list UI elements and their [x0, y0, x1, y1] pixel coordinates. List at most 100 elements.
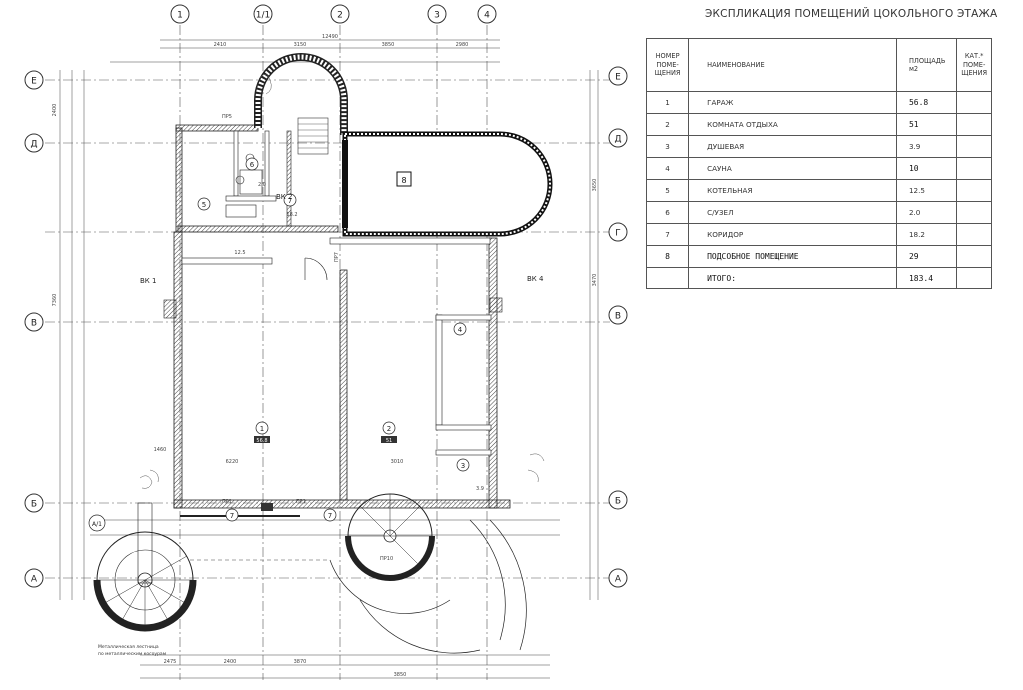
total-area: 183.4 — [895, 267, 958, 289]
axis-left-label: Д — [30, 140, 37, 150]
row-category — [956, 135, 992, 158]
header-category: КАТ.* ПОМЕ-ЩЕНИЯ — [956, 38, 992, 92]
row-name: ГАРАЖ — [688, 91, 897, 114]
room-6-tag: 6 — [250, 161, 255, 169]
room-7-area: 18.2 — [286, 212, 297, 218]
room-schedule-table: НОМЕР ПОМЕ-ЩЕНИЯ НАИМЕНОВАНИЕ ПЛОЩАДЬ м2… — [645, 38, 992, 289]
room-7-tag: 7 — [288, 197, 292, 205]
row-category — [956, 201, 992, 224]
axis-right-label: Д — [614, 135, 621, 145]
row-category — [956, 113, 992, 136]
table-header-row: НОМЕР ПОМЕ-ЩЕНИЯ НАИМЕНОВАНИЕ ПЛОЩАДЬ м2… — [645, 38, 992, 92]
row-name: ПОДСОБНОЕ ПОМЕЩЕНИЕ — [688, 245, 897, 268]
room-1-area: 56.8 — [256, 438, 267, 444]
dim-text: 2475 — [164, 659, 177, 665]
room-2-area: 51 — [386, 438, 392, 444]
axis-markers-top: 1 1/1 2 3 4 — [170, 4, 497, 24]
row-number: 3 — [645, 135, 690, 158]
row-number: 7 — [645, 223, 690, 246]
dim-text: 2400 — [224, 659, 237, 665]
corridor-tag: 7 — [230, 512, 234, 520]
row-area: 56.8 — [895, 91, 958, 114]
row-category — [956, 245, 992, 268]
dim-text: 3870 — [294, 659, 307, 665]
dim-text: 12490 — [322, 34, 338, 40]
dim-text: 3150 — [294, 42, 307, 48]
stair-note-line-2: по металлическим косоурам — [98, 652, 166, 657]
row-name: ДУШЕВАЯ — [688, 135, 897, 158]
pr10-label: ПР10 — [380, 556, 393, 562]
axis-right-label: В — [615, 312, 621, 322]
header-area: ПЛОЩАДЬ м2 — [895, 38, 958, 92]
central-spiral-stair — [329, 493, 527, 654]
axis-left-label: А — [31, 575, 38, 585]
row-area: 51 — [895, 113, 958, 136]
room-tags: 1 56.8 2 51 3 3.9 4 5 12.5 6 2.0 7 18.2 … — [197, 157, 484, 522]
dim-text: 3850 — [394, 672, 407, 678]
pr5-label: ПР5 — [222, 114, 232, 120]
row-area: 3.9 — [895, 135, 958, 158]
room-2-tag: 2 — [387, 425, 391, 433]
row-number: 1 — [645, 91, 690, 114]
vk2-label: ВК 2 — [276, 193, 292, 201]
row-name: С/УЗЕЛ — [688, 201, 897, 224]
total-label: ИТОГО: — [688, 267, 897, 289]
total-category-cell — [956, 267, 992, 289]
axis-a1-label: А/1 — [92, 521, 102, 528]
row-number: 5 — [645, 179, 690, 202]
dim-text: 1460 — [154, 447, 167, 453]
axis-left-label: Е — [31, 77, 37, 87]
dim-text: 6220 — [226, 459, 239, 465]
row-area: 18.2 — [895, 223, 958, 246]
room-1-tag: 1 — [260, 425, 264, 433]
grid-axes — [45, 25, 610, 680]
axis-markers-left: Е Д В Б А — [24, 70, 44, 588]
axis-top-label: 1/1 — [256, 11, 270, 21]
axis-right-label: Б — [615, 497, 621, 507]
axis-top-label: 3 — [434, 11, 440, 21]
axis-left-label: В — [31, 319, 37, 329]
row-area: 29 — [895, 245, 958, 268]
dimension-lines — [59, 39, 599, 679]
vk1-label: ВК 1 — [140, 277, 156, 285]
corridor-tag: 7 — [328, 512, 332, 520]
axis-top-label: 1 — [177, 11, 183, 21]
row-name: КОТЕЛЬНАЯ — [688, 179, 897, 202]
main-rooms-walls — [163, 231, 511, 517]
dim-text: 7360 — [52, 294, 58, 307]
dim-text: 3850 — [382, 42, 395, 48]
dimension-texts: 12490 2410 3150 3850 2980 2475 2400 3870… — [52, 34, 598, 678]
dim-text: 3010 — [391, 459, 404, 465]
row-area: 10 — [895, 157, 958, 180]
pr1-label: ПР1 — [222, 499, 232, 505]
row-number: 2 — [645, 113, 690, 136]
dim-text: 2400 — [52, 104, 58, 117]
row-name: КОРИДОР — [688, 223, 897, 246]
row-number: 4 — [645, 157, 690, 180]
total-number-cell — [645, 267, 690, 289]
axis-left-label: Б — [31, 500, 37, 510]
room-5-tag: 5 — [202, 201, 206, 209]
room-6-area: 2.0 — [258, 182, 266, 188]
axis-right-label: А — [615, 575, 622, 585]
row-category — [956, 179, 992, 202]
upper-rooms-walls — [175, 53, 348, 233]
misc-labels: ВК 1 ВК 2 ВК 4 ПР1 ПР1 ПР5 ПР7 ПР10 А/1 — [88, 114, 544, 562]
room-4-tag: 4 — [458, 326, 463, 334]
legend-title: ЭКСПЛИКАЦИЯ ПОМЕЩЕНИЙ ЦОКОЛЬНОГО ЭТАЖА — [705, 8, 998, 20]
pr7-label: ПР7 — [334, 252, 340, 262]
header-number: НОМЕР ПОМЕ-ЩЕНИЯ — [645, 38, 690, 92]
axis-markers-right: Е Д Г В Б А — [608, 66, 628, 588]
row-name: КОМНАТА ОТДЫХА — [688, 113, 897, 136]
row-category — [956, 157, 992, 180]
dim-text: 2980 — [456, 42, 469, 48]
room-8-outline: 8 — [342, 131, 553, 237]
dim-text: 2410 — [214, 42, 227, 48]
axis-right-label: Г — [615, 229, 621, 239]
left-spiral-stair: Металлическая лестница по металлическим … — [93, 502, 197, 657]
